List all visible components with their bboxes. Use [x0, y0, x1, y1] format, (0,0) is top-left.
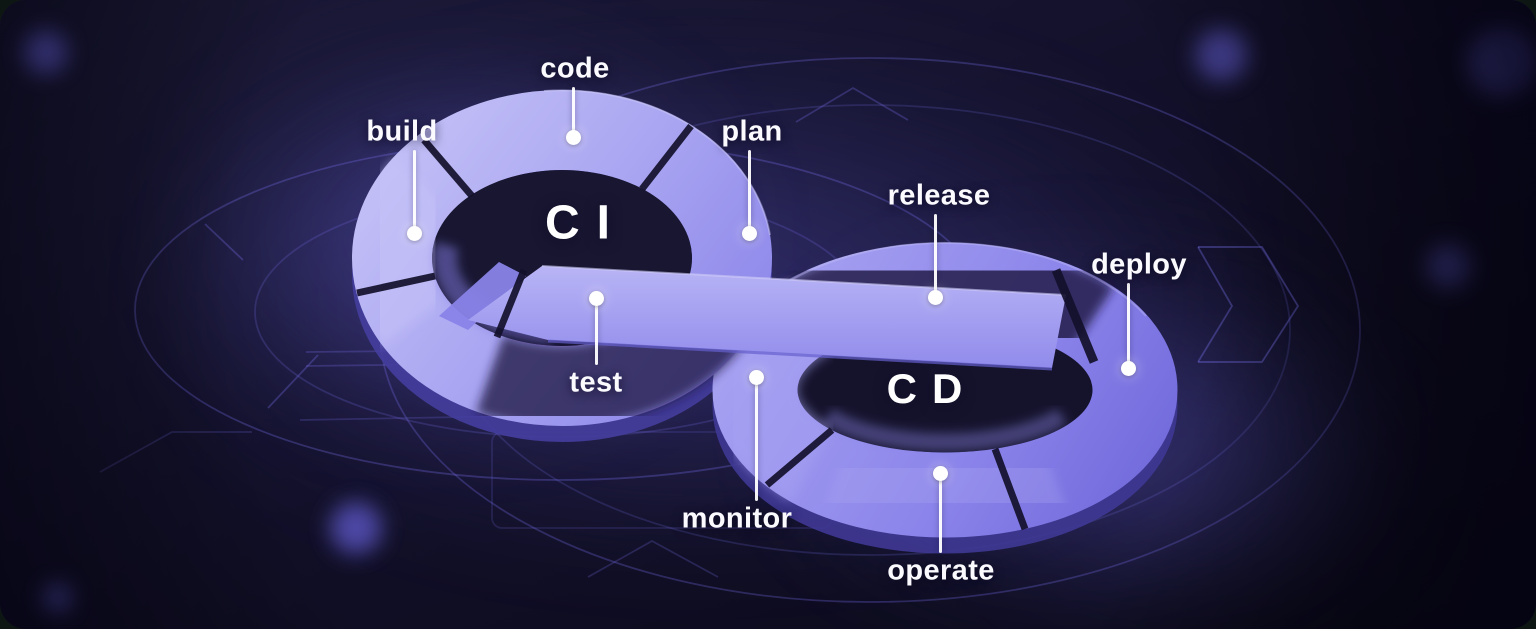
callout-monitor-line — [754, 377, 758, 501]
callout-operate-line — [938, 473, 942, 553]
callout-monitor-dot — [748, 369, 764, 385]
callout-deploy-dot — [1120, 360, 1136, 376]
callout-operate-dot — [932, 465, 948, 481]
callout-test-label: test — [569, 366, 623, 399]
callout-deploy-line — [1126, 283, 1130, 368]
cd-text: CD — [886, 365, 978, 412]
callout-deploy-label: deploy — [1091, 248, 1187, 281]
callout-build-label: build — [366, 115, 438, 148]
callout-code-line — [571, 87, 575, 137]
callout-plan-line — [747, 150, 751, 233]
callout-test-dot — [588, 290, 604, 306]
ci-text: CI — [545, 196, 627, 250]
callout-code-label: code — [540, 52, 610, 85]
callout-code-dot — [565, 129, 581, 145]
callout-operate-label: operate — [887, 554, 995, 587]
callout-release-line — [933, 214, 937, 297]
callout-release-label: release — [887, 179, 991, 212]
callout-plan-label: plan — [721, 115, 783, 148]
callout-test-line — [594, 298, 598, 365]
callout-plan-dot — [741, 225, 757, 241]
callout-build-line — [412, 150, 416, 233]
callout-release-dot — [927, 289, 943, 305]
callout-build-dot — [406, 225, 422, 241]
callout-monitor-label: monitor — [681, 502, 793, 535]
